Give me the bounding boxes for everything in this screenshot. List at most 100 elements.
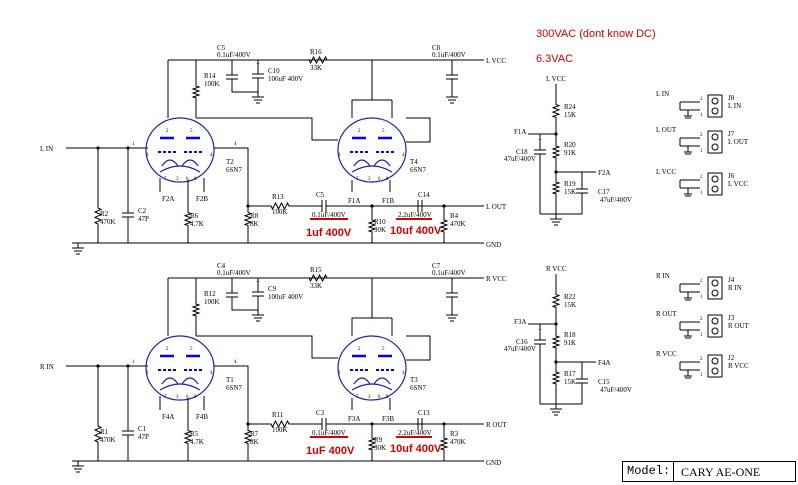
value-label: 0.1uF/400V [432, 269, 466, 277]
cathode-resistor [183, 206, 193, 232]
ref-label: R2 [100, 210, 109, 218]
output-net-label: R OUT [486, 421, 508, 429]
grid-resistor [93, 418, 103, 450]
ref-label: R12 [204, 290, 216, 298]
bias-net-label: F1A [514, 128, 526, 136]
ground-symbol [251, 309, 265, 322]
connector-body [707, 276, 723, 300]
value-label: 47uF/400V [504, 345, 536, 353]
tube1-ref: T1 [226, 376, 234, 384]
connector-ref: J6 [728, 172, 735, 180]
value-label: 100K [272, 426, 288, 434]
bias-network-left: L VCCR2415KF1AC1847uF/400V+R2091KF2AR191… [504, 75, 632, 226]
coupling-note: 1uF 400V [306, 445, 355, 457]
filament-label: F3B [382, 415, 394, 423]
ref-label: R22 [564, 293, 576, 301]
pin-label: 3 [368, 177, 371, 182]
connector-name: L OUT [728, 138, 749, 146]
wire [680, 137, 700, 147]
value-label: 4.7K [190, 220, 204, 228]
tube-envelope [145, 335, 215, 401]
bias-capacitor [534, 332, 546, 352]
pin-label: 2 [700, 317, 703, 322]
wire [351, 398, 391, 410]
ground-symbol [549, 403, 563, 416]
tube-heater [159, 165, 201, 173]
pin-label: 1 [700, 295, 703, 300]
tube1-type: 6SN7 [226, 384, 242, 392]
pin-label: 2 [166, 347, 169, 352]
connector-net-label: L OUT [656, 126, 677, 134]
pin-label: 5 [382, 129, 385, 134]
bias-out-label: F2A [598, 169, 610, 177]
pin-label: 4 [402, 153, 405, 158]
connector-net-label: L VCC [656, 168, 676, 176]
ground-symbol [684, 146, 692, 155]
tube-cathodes [353, 159, 391, 167]
pin-label: 8 [386, 177, 389, 182]
dropping-resistor [300, 273, 336, 283]
ref-label: C8 [432, 44, 441, 52]
series-resistor [262, 201, 298, 211]
wire [351, 278, 393, 336]
wire [680, 321, 700, 331]
output-net-label: L OUT [486, 203, 507, 211]
ground-symbol [684, 188, 692, 197]
value-label: 100uF 400V [268, 75, 303, 83]
wire [680, 179, 700, 189]
value-label: 8K [250, 220, 259, 228]
gnd-net-label: GND [486, 459, 501, 467]
value-label: 0.1uF/400V [217, 51, 251, 59]
grid-resistor [93, 200, 103, 232]
ref-label: C4 [217, 262, 226, 270]
wire [556, 171, 596, 180]
output-resistor [439, 214, 449, 238]
value-label: 470K [100, 218, 116, 226]
bulk-capacitor [252, 286, 264, 302]
cathode-resistor [243, 424, 253, 450]
pin-label: 7 [356, 395, 359, 400]
value-label: 470K [450, 220, 466, 228]
ref-label: R24 [564, 103, 576, 111]
tube-cathodes [161, 159, 199, 167]
input-net-label: R IN [40, 363, 54, 371]
value-label: 33K [310, 64, 322, 72]
wire [231, 60, 259, 93]
pin-label: 6 [186, 395, 189, 400]
tube-envelope [145, 117, 215, 183]
ref-label: C5 [217, 44, 226, 52]
ref-label: R4 [450, 212, 459, 220]
ref-label: C17 [598, 188, 610, 196]
value-label: 91K [564, 149, 576, 157]
value-label: 100K [272, 208, 288, 216]
filament-label: F4B [196, 413, 208, 421]
ground-symbol [71, 460, 85, 473]
ref-label: C15 [598, 378, 610, 386]
ground-symbol [684, 330, 692, 339]
coupling-note: 1uf 400V [306, 227, 352, 239]
pin-label: 1 [700, 191, 703, 196]
output-note: 10uf 400V [390, 443, 442, 455]
pin-label: 5 [190, 347, 193, 352]
ref-label: R11 [272, 411, 284, 419]
tube2-type: 6SN7 [410, 384, 426, 392]
connector-ref: J3 [728, 314, 735, 322]
wire [214, 147, 249, 206]
polarity-mark: + [256, 278, 260, 286]
connector-name: R OUT [728, 322, 750, 330]
value-label: 47uF/400V [600, 386, 632, 394]
value-label: 100K [204, 80, 220, 88]
connector-pin [711, 143, 719, 151]
value-label: 47P [138, 215, 149, 223]
pin-label: 1 [132, 360, 135, 365]
input-capacitor [122, 426, 134, 440]
pin-label: 1 [146, 153, 149, 158]
series-resistor [262, 419, 298, 429]
wire [196, 117, 431, 143]
pin-label: 4 [402, 371, 405, 376]
ref-label: C14 [418, 191, 430, 199]
